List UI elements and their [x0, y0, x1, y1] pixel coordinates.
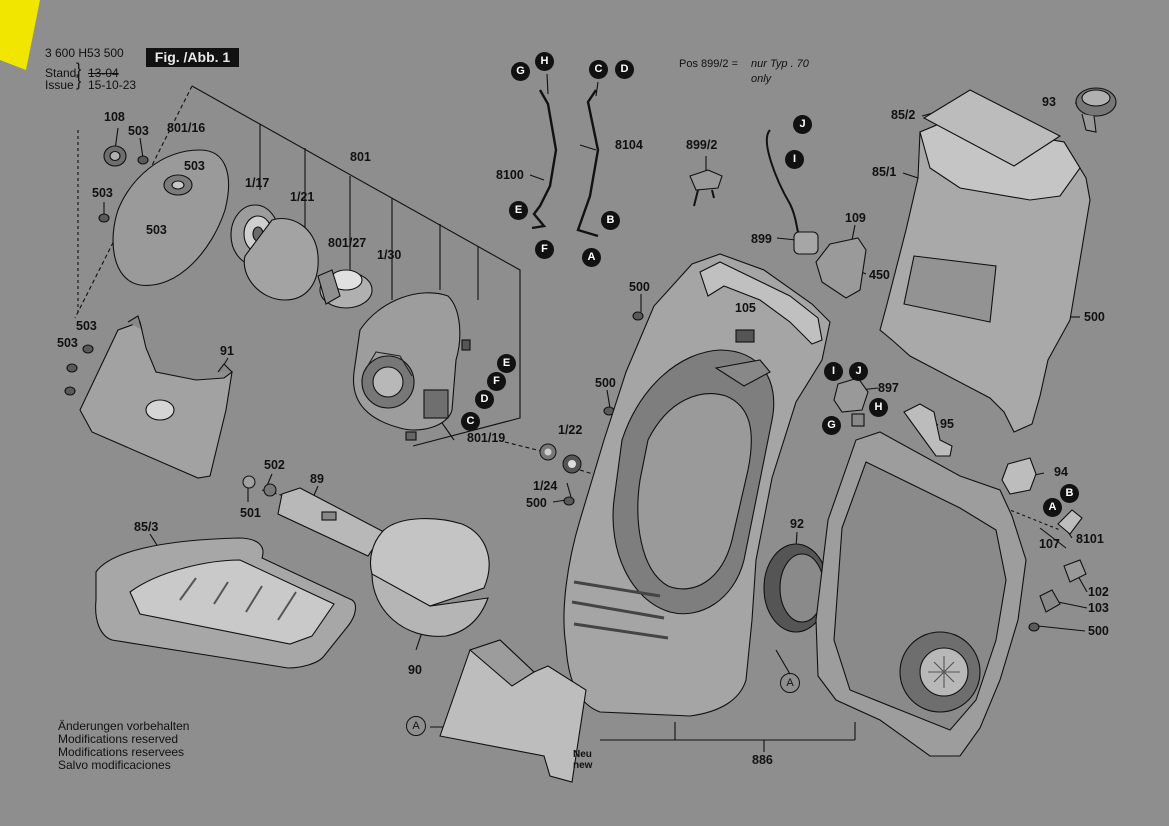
ref-marker-a-outline: A	[780, 673, 800, 693]
doc-number: 3 600 H53 500	[45, 46, 124, 60]
part-label: 450	[869, 268, 890, 282]
part-label: 500	[526, 496, 547, 510]
footer-line-2: Modifications reserved	[58, 732, 179, 746]
part-label: 1/24	[533, 479, 558, 493]
issue-label: Issue	[45, 78, 74, 92]
part-label: 92	[790, 517, 804, 531]
ref-marker-g: G	[511, 62, 530, 81]
part-label: 503	[57, 336, 78, 350]
part-label: 90	[408, 663, 422, 677]
part-label: 503	[184, 159, 205, 173]
part-label: 899	[751, 232, 772, 246]
brace-icon: }	[76, 61, 82, 78]
ref-marker-a: A	[582, 248, 601, 267]
ref-marker-i: I	[785, 150, 804, 169]
part-label: 8104	[615, 138, 643, 152]
part-label: 93	[1042, 95, 1056, 109]
part-label: 85/1	[872, 165, 897, 179]
part-label: 503	[146, 223, 167, 237]
stand-label: Stand	[45, 66, 77, 80]
highlight-marker	[0, 0, 40, 70]
part-label: 95	[940, 417, 954, 431]
ref-marker-a: A	[1043, 498, 1062, 517]
footer-line-3: Modifications reservees	[58, 745, 185, 759]
part-label: 500	[1088, 624, 1109, 638]
part-label: 8101	[1076, 532, 1104, 546]
part-label: 502	[264, 458, 285, 472]
ref-marker-e: E	[497, 354, 516, 373]
part-label: 105	[735, 301, 756, 315]
part-label: 899/2	[686, 138, 718, 152]
note-text-2: only	[751, 73, 772, 85]
ref-marker-c: C	[461, 412, 480, 431]
part-label: 108	[104, 110, 125, 124]
ref-marker-d: D	[615, 60, 634, 79]
ref-marker-b: B	[1060, 484, 1079, 503]
neu-label: Neu	[573, 749, 592, 760]
new-label: new	[573, 760, 593, 771]
footer-line-1: Änderungen vorbehalten	[58, 719, 190, 733]
ref-marker-j: J	[849, 362, 868, 381]
note-text-1: nur Typ . 70	[751, 58, 809, 70]
ref-marker-b: B	[601, 211, 620, 230]
ref-marker-d: D	[475, 390, 494, 409]
figure-label: Fig. /Abb. 1	[146, 48, 239, 67]
part-label: 801/16	[167, 121, 206, 135]
part-label: 503	[76, 319, 97, 333]
part-label: 103	[1088, 601, 1109, 615]
part-label: 102	[1088, 585, 1109, 599]
part-label: 801/27	[328, 236, 367, 250]
part-label: 801	[350, 150, 371, 164]
part-label: 503	[92, 186, 113, 200]
part-label: 89	[310, 472, 324, 486]
ref-marker-j: J	[793, 115, 812, 134]
footer-line-4: Salvo modificaciones	[58, 758, 171, 772]
brace-icon: }	[76, 73, 82, 90]
part-label: 500	[629, 280, 650, 294]
stand-value: 13-04	[88, 66, 119, 80]
part-label: 897	[878, 381, 899, 395]
part-label: 501	[240, 506, 261, 520]
ref-marker-e: E	[509, 201, 528, 220]
part-label: 109	[845, 211, 866, 225]
ref-marker-h: H	[535, 52, 554, 71]
ref-marker-f: F	[487, 372, 506, 391]
part-label: 500	[595, 376, 616, 390]
part-label: 500	[1084, 310, 1105, 324]
part-label: 1/30	[377, 248, 402, 262]
part-label: 94	[1054, 465, 1068, 479]
note-pos: Pos 899/2 =	[679, 58, 739, 70]
part-label: 1/21	[290, 190, 315, 204]
part-label: 503	[128, 124, 149, 138]
part-label: 1/22	[558, 423, 583, 437]
part-label: 85/3	[134, 520, 159, 534]
ref-marker-f: F	[535, 240, 554, 259]
ref-marker-c: C	[589, 60, 608, 79]
ref-marker-i: I	[824, 362, 843, 381]
ref-marker-g: G	[822, 416, 841, 435]
part-label: 886	[752, 753, 773, 767]
part-label: 85/2	[891, 108, 916, 122]
ref-marker-h: H	[869, 398, 888, 417]
part-label: 91	[220, 344, 234, 358]
ref-marker-a-outline: A	[406, 716, 426, 736]
part-label: 8100	[496, 168, 524, 182]
part-label: 1/17	[245, 176, 270, 190]
part-label: 801/19	[467, 431, 506, 445]
part-label: 107	[1039, 537, 1060, 551]
issue-value: 15-10-23	[88, 78, 137, 92]
